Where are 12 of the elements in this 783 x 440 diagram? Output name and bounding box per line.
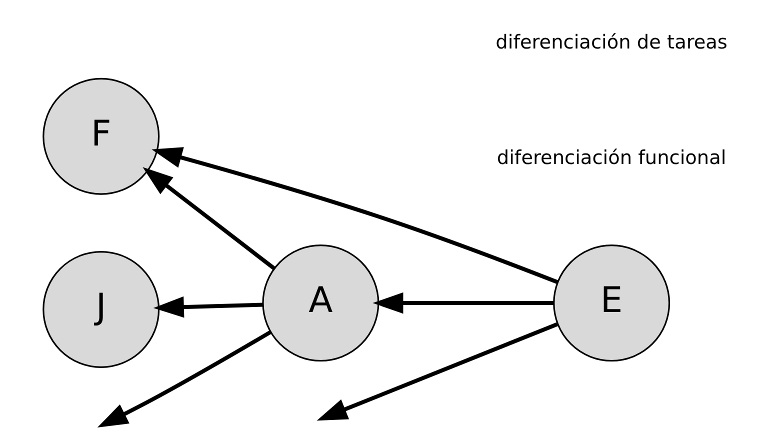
label: diferenciación funcional	[496, 146, 726, 169]
node-circle: E	[552, 244, 670, 362]
node-circle: J	[42, 250, 160, 368]
label: diferenciación de tareas	[495, 30, 727, 54]
arrow	[152, 296, 262, 318]
node-circle: F	[42, 78, 160, 195]
arrow	[372, 292, 554, 314]
arrow	[96, 330, 271, 428]
arrow	[142, 167, 275, 270]
arrow	[316, 322, 558, 421]
arrow	[151, 147, 558, 284]
node-circle: A	[262, 244, 379, 362]
